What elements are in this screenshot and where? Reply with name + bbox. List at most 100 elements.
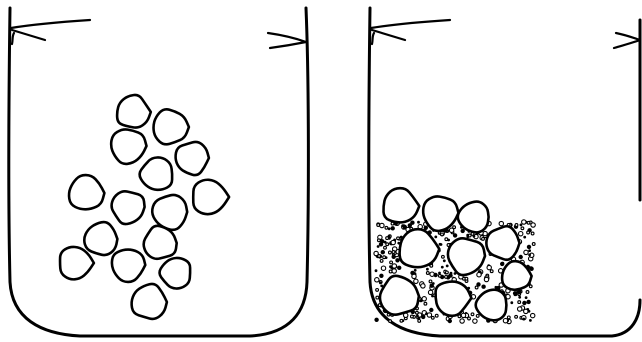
large-ball — [193, 180, 229, 214]
large-ball — [160, 258, 191, 289]
sand-grain — [529, 319, 532, 322]
sand-grain — [526, 300, 530, 304]
sand-grain — [383, 256, 386, 259]
sand-grain — [490, 270, 493, 273]
sand-grain — [518, 301, 521, 304]
sand-grain — [482, 238, 485, 241]
sand-grain — [531, 313, 535, 317]
sand-grain — [431, 316, 434, 319]
sand-grain — [380, 239, 384, 243]
large-ball — [176, 142, 209, 175]
sand-grain — [440, 243, 443, 246]
large-ball — [140, 157, 172, 189]
sand-grain — [524, 250, 528, 254]
sand-grain — [408, 223, 412, 227]
sand-grain — [386, 237, 389, 240]
left-balls — [60, 95, 229, 319]
sand-grain — [445, 276, 448, 279]
sand-grain — [487, 265, 491, 269]
sand-grain — [389, 251, 392, 254]
sand-grain — [380, 223, 384, 227]
sand-grain — [473, 235, 476, 238]
sand-grain — [461, 313, 465, 317]
jar-right-rim-right — [614, 33, 640, 48]
sand-grain — [374, 318, 378, 322]
sand-grain — [428, 290, 432, 294]
sand-grain — [522, 301, 526, 305]
sand-grain — [443, 259, 446, 262]
sand-grain — [499, 221, 503, 225]
sand-grain — [503, 319, 507, 323]
sand-grain — [518, 296, 521, 299]
sand-grain — [527, 221, 530, 224]
sand-grain — [417, 221, 420, 224]
sand-grain — [410, 271, 414, 275]
large-ball — [60, 247, 94, 279]
jar-left-rim-left — [11, 20, 90, 44]
sand-grain — [418, 320, 421, 323]
large-ball — [486, 226, 519, 259]
sand-grain — [379, 274, 383, 278]
large-ball — [380, 276, 419, 315]
sand-grain — [414, 279, 418, 283]
sand-grain — [376, 296, 379, 299]
sand-grain — [426, 272, 429, 275]
large-ball — [383, 188, 419, 222]
large-ball — [436, 282, 472, 316]
sand-grain — [432, 282, 435, 285]
sand-grain — [524, 309, 528, 313]
sand-grain — [391, 226, 395, 230]
sand-grain — [377, 224, 380, 227]
sand-grain — [391, 240, 395, 244]
large-ball — [144, 226, 177, 259]
sand-grain — [434, 236, 437, 239]
sand-grain — [465, 277, 468, 280]
large-ball — [400, 229, 440, 267]
sand-grain — [507, 316, 510, 319]
sand-grain — [446, 265, 449, 268]
sand-grain — [446, 271, 449, 274]
jar-left-rim-right — [268, 33, 306, 48]
sand-grain — [525, 296, 528, 299]
sand-grain — [389, 265, 392, 268]
sand-grain — [414, 269, 417, 272]
jar-right-rim-left — [371, 20, 450, 44]
sand-grain — [519, 232, 523, 236]
sand-grain — [429, 280, 432, 283]
sand-grain — [429, 308, 433, 312]
sand-grain — [447, 239, 450, 242]
sand-grain — [441, 233, 444, 236]
sand-grain — [531, 232, 534, 235]
large-ball — [111, 129, 146, 163]
sand-grain — [375, 269, 378, 272]
sand-grain — [392, 251, 395, 254]
large-ball — [112, 191, 145, 224]
sand-grain — [426, 268, 429, 271]
sand-grain — [466, 234, 469, 237]
sand-grain — [433, 273, 437, 277]
sand-grain — [515, 224, 518, 227]
sand-grain — [519, 255, 523, 259]
sand-grain — [385, 226, 388, 229]
sand-grain — [532, 243, 535, 246]
sand-grain — [477, 273, 481, 277]
sand-grain — [460, 319, 464, 323]
sand-grain — [531, 223, 535, 227]
sand-grain — [475, 286, 478, 289]
sand-grain — [381, 250, 385, 254]
sand-grain — [438, 274, 441, 277]
large-ball — [112, 250, 145, 282]
sand-grain — [526, 291, 529, 294]
sand-grain — [375, 304, 378, 307]
sand-grain — [389, 320, 392, 323]
sand-grain — [392, 255, 396, 259]
right-balls — [380, 188, 532, 320]
sand-grain — [449, 228, 453, 232]
sand-grain — [441, 266, 444, 269]
sand-grain — [381, 266, 385, 270]
sand-grain — [527, 231, 530, 234]
sand-grain — [484, 277, 488, 281]
large-ball — [69, 175, 104, 209]
